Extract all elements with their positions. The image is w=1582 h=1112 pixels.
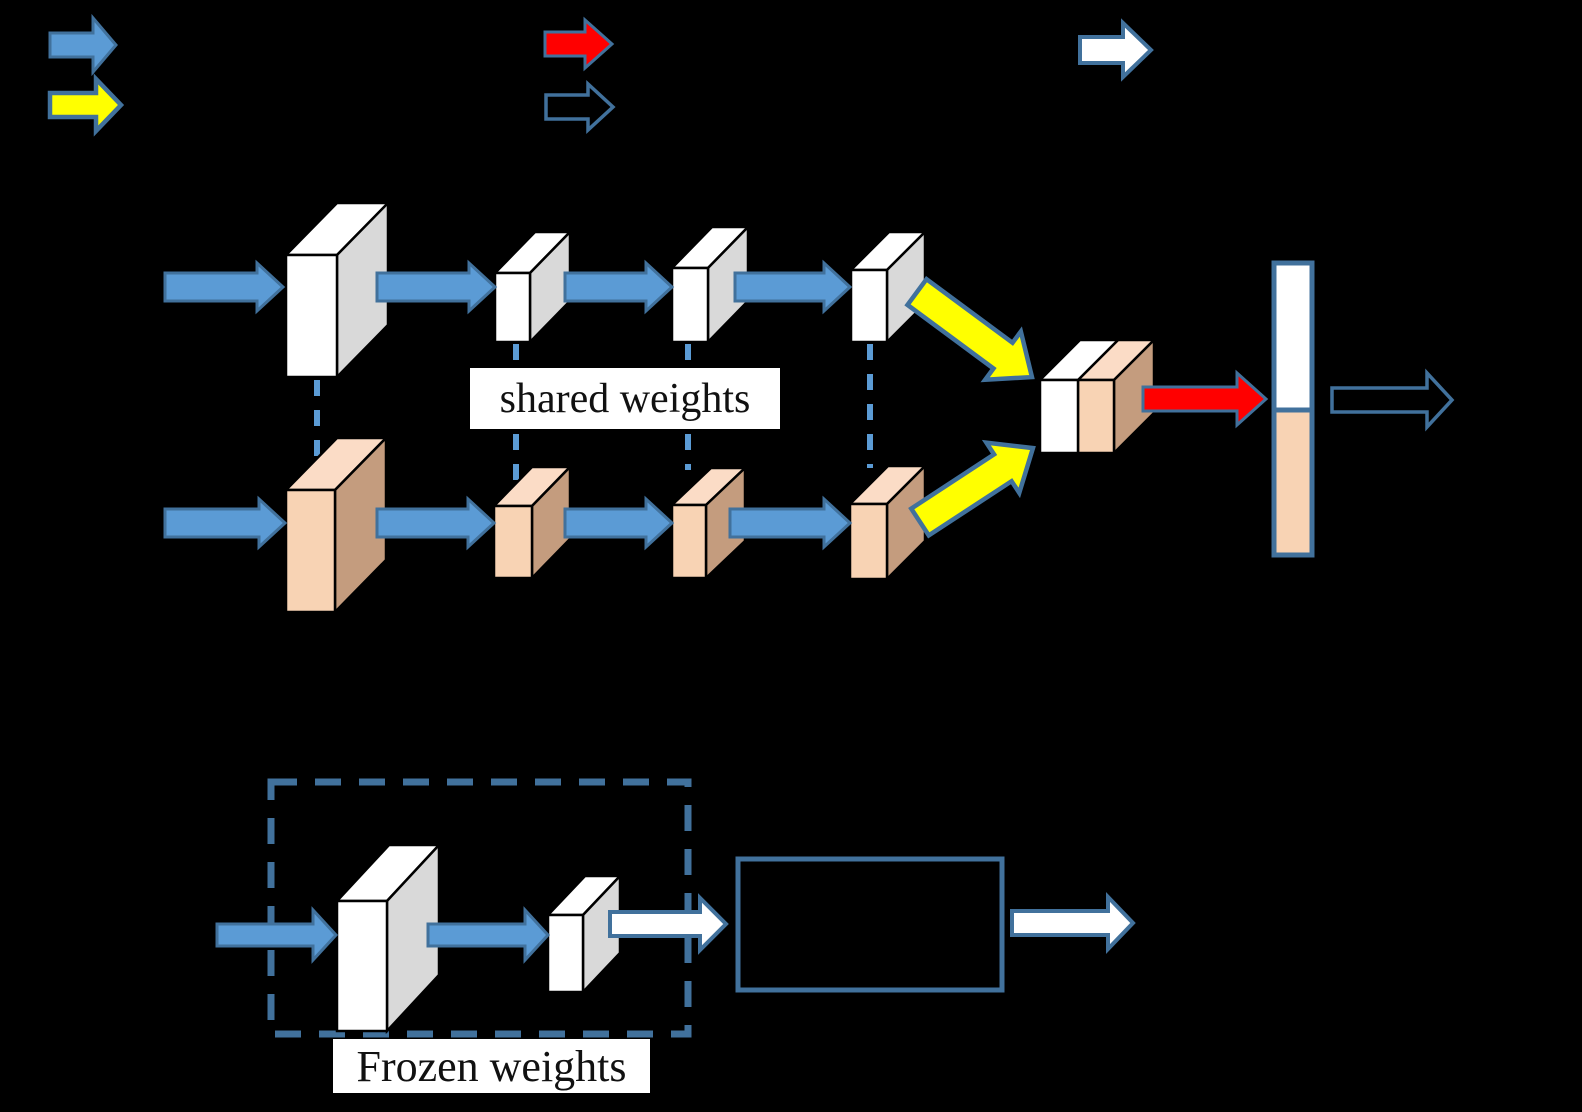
stream2-arrow-3: [563, 495, 675, 551]
legend: [47, 13, 1154, 137]
stream1-arrow-3: [563, 259, 675, 315]
stream1-conv-box-2: [492, 228, 573, 346]
stream1-arrow-4: [733, 259, 853, 315]
stream2-conv-box-3: [668, 465, 749, 581]
concat-peach-half: [1074, 336, 1158, 457]
output-outlined-arrow: [1330, 368, 1455, 432]
legend-white-arrow-icon: [1078, 18, 1154, 82]
concat-yellow-arrow-top: [904, 275, 1035, 383]
stream1-arrow-2: [375, 259, 498, 315]
concat-feature-block: [1036, 336, 1158, 457]
frozen-conv-box-2: [545, 872, 623, 996]
legend-blue-arrow-icon: [48, 13, 118, 77]
legend-yellow-arrow-icon: [47, 73, 125, 137]
frozen-input-arrow: [215, 906, 339, 964]
frozen-white-arrow-1: [608, 893, 729, 955]
shared-weights-label: shared weights: [470, 368, 780, 429]
legend-red-arrow-icon: [543, 16, 615, 72]
stream2-arrow-4: [728, 495, 853, 551]
frozen-weights-dashed-box: [267, 778, 692, 1038]
feature-vector-bottom-segment: [1271, 407, 1315, 558]
concat-yellow-arrow-bottom: [908, 439, 1036, 539]
feature-red-arrow: [1141, 369, 1269, 429]
stream2-conv-box-4: [846, 462, 929, 583]
stream2-conv-box-2: [491, 463, 573, 582]
classifier-outlined-rect: [735, 856, 1005, 993]
feature-vector-top-segment: [1271, 260, 1315, 413]
frozen-conv-box-1: [334, 841, 442, 1035]
frozen-white-arrow-2: [1010, 892, 1136, 954]
stream1-conv-box-1: [283, 199, 391, 381]
legend-outlined-arrow-icon: [544, 80, 616, 134]
stream1-conv-box-4: [847, 228, 929, 346]
frozen-arrow-2: [426, 906, 551, 964]
stream1-conv-box-3: [669, 223, 751, 346]
feature-vector-bar: [1271, 260, 1315, 558]
concat-white-half: [1036, 338, 1122, 455]
frozen-weights-label: Frozen weights: [333, 1039, 650, 1093]
stream1-input-arrow: [163, 259, 286, 315]
stream2-conv-box-1: [283, 434, 389, 616]
stream2-input-arrow: [163, 495, 288, 551]
stream2-arrow-2: [375, 495, 497, 551]
